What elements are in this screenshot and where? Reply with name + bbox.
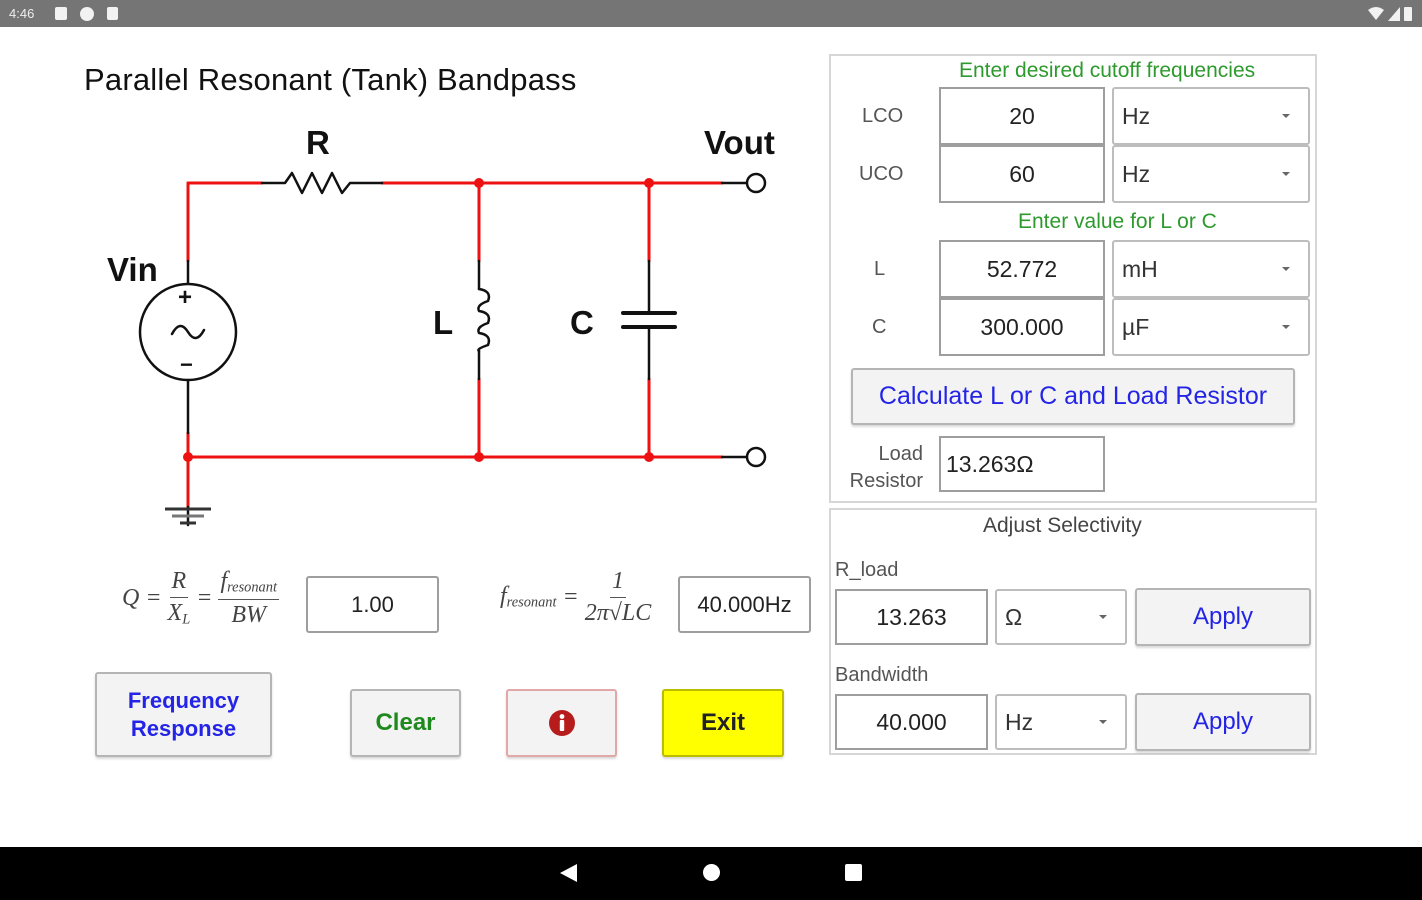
uco-input[interactable]: 60 xyxy=(939,145,1105,203)
exit-button[interactable]: Exit xyxy=(662,689,784,757)
battery-icon xyxy=(1404,7,1412,21)
q-value-field: 1.00 xyxy=(306,576,439,633)
junction-dot xyxy=(644,452,654,462)
c-label: C xyxy=(872,316,887,338)
junction-dot xyxy=(474,452,484,462)
status-bar: 4:46 xyxy=(0,0,1422,27)
junction-dot xyxy=(644,178,654,188)
cutoff-heading: Enter desired cutoff frequencies xyxy=(959,59,1256,82)
chevron-down-icon xyxy=(1099,720,1107,724)
chevron-down-icon xyxy=(1282,172,1290,176)
lco-label: LCO xyxy=(862,105,904,127)
chevron-down-icon xyxy=(1282,114,1290,118)
wifi-icon xyxy=(1368,6,1384,20)
lc-heading: Enter value for L or C xyxy=(1018,210,1217,233)
f-resonant-formula: fresonant = 1 2π√LC xyxy=(500,568,652,626)
bandwidth-unit-select[interactable]: Hz xyxy=(995,694,1127,750)
junction-dot xyxy=(183,452,193,462)
equals-sign: = xyxy=(562,584,579,610)
rload-unit-select[interactable]: Ω xyxy=(995,589,1127,645)
info-icon xyxy=(548,710,575,736)
ground-icon xyxy=(165,507,211,525)
status-time: 4:46 xyxy=(9,6,35,21)
chevron-down-icon xyxy=(1282,267,1290,271)
navigation-bar xyxy=(0,847,1422,900)
resistor-symbol xyxy=(260,171,384,195)
c-unit-select[interactable]: µF xyxy=(1112,298,1310,356)
load-resistor-output: 13.263Ω xyxy=(939,436,1105,492)
rload-label: R_load xyxy=(835,559,899,581)
rload-input[interactable]: 13.263 xyxy=(835,589,988,645)
back-icon[interactable] xyxy=(560,864,577,882)
rload-apply-button[interactable]: Apply xyxy=(1135,588,1311,646)
lco-unit-select[interactable]: Hz xyxy=(1112,87,1310,145)
load-resistor-label: Load Resistor xyxy=(849,443,923,492)
resistor-label: R xyxy=(306,124,330,161)
clear-button[interactable]: Clear xyxy=(350,689,461,757)
plus-sign: + xyxy=(178,284,193,311)
bandwidth-label: Bandwidth xyxy=(835,664,929,686)
chevron-down-icon xyxy=(1282,325,1290,329)
home-icon[interactable] xyxy=(703,864,720,881)
vout-terminal-bottom xyxy=(745,446,767,468)
l-unit-select[interactable]: mH xyxy=(1112,240,1310,298)
one-over-2pi-root-lc: 1 2π√LC xyxy=(584,568,652,626)
inductor-label: L xyxy=(433,304,454,341)
vout-label: Vout xyxy=(704,124,775,161)
circuit-diagram xyxy=(138,171,767,527)
equals-sign: = xyxy=(145,584,162,611)
l-input[interactable]: 52.772 xyxy=(939,240,1105,298)
bandwidth-apply-button[interactable]: Apply xyxy=(1135,693,1311,751)
calculate-button[interactable]: Calculate L or C and Load Resistor xyxy=(851,368,1295,425)
junction-dot xyxy=(474,178,484,188)
notification-icon xyxy=(55,7,67,20)
sine-symbol xyxy=(170,324,206,340)
frequency-response-button[interactable]: Frequency Response xyxy=(95,672,272,757)
l-label: L xyxy=(874,258,886,280)
lco-input[interactable]: 20 xyxy=(939,87,1105,145)
page-title: Parallel Resonant (Tank) Bandpass xyxy=(84,62,577,97)
recents-icon[interactable] xyxy=(845,864,862,881)
r-over-xl: R XL xyxy=(167,568,191,628)
c-input[interactable]: 300.000 xyxy=(939,298,1105,356)
info-button[interactable] xyxy=(506,689,617,757)
vout-terminal-top xyxy=(745,172,767,194)
capacitor-label: C xyxy=(570,304,594,341)
uco-label: UCO xyxy=(859,163,904,185)
bandwidth-input[interactable]: 40.000 xyxy=(835,694,988,750)
uco-unit-select[interactable]: Hz xyxy=(1112,145,1310,203)
q-formula: Q = R XL = fresonant BW xyxy=(122,568,279,629)
equals-sign: = xyxy=(196,584,213,611)
data-saver-icon xyxy=(80,7,94,21)
chevron-down-icon xyxy=(1099,615,1107,619)
inductor-symbol xyxy=(477,287,491,353)
vin-label: Vin xyxy=(107,251,158,288)
signal-icon xyxy=(1388,6,1400,21)
sd-card-icon xyxy=(107,7,118,20)
selectivity-heading: Adjust Selectivity xyxy=(983,514,1142,537)
f-resonant-value-field: 40.000Hz xyxy=(678,576,811,633)
f-over-bw: fresonant BW xyxy=(218,568,279,628)
minus-sign: − xyxy=(180,352,193,377)
q-symbol: Q xyxy=(122,584,140,611)
